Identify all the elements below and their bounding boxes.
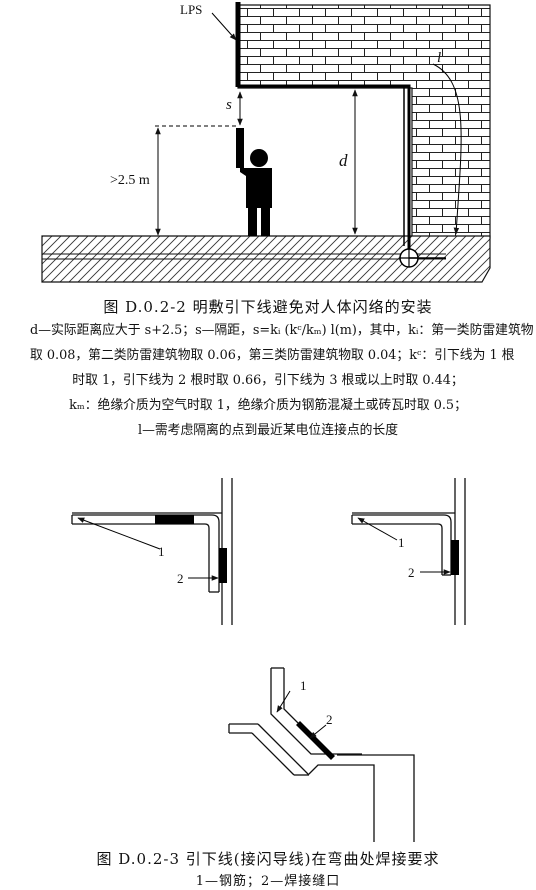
s-label: s [226, 97, 232, 113]
figure-d023-caption: 图 D.0.2-3 引下线(接闪导线)在弯曲处焊接要求 [96, 850, 440, 868]
callout-2-right: 2 [408, 565, 415, 580]
figure-d022-note-line4: kₘ：绝缘介质为空气时取 1，绝缘介质为钢筋混凝土或砖瓦时取 0.5； [69, 398, 467, 413]
person-with-raised-arm [236, 128, 272, 236]
figure-d022-note-line5: l—需考虑隔离的点到最近某电位连接点的长度 [137, 423, 399, 438]
lps-leader [211, 12, 237, 41]
earth-connection [399, 248, 446, 268]
lps-label: LPS [180, 2, 202, 17]
callout-1-left: 1 [158, 544, 165, 559]
figure-d022-caption: 图 D.0.2-2 明敷引下线避免对人体闪络的安装 [103, 298, 433, 316]
ground-slab [41, 235, 491, 283]
dimension-height [155, 125, 236, 236]
figure-d022-note-line3: 时取 1，引下线为 2 根时取 0.66，引下线为 3 根或以上时取 0.44； [72, 373, 464, 388]
callout-1-right: 1 [398, 535, 405, 550]
d-label: d [339, 151, 348, 170]
brick-wall [237, 4, 491, 239]
dimension-l [432, 63, 462, 235]
bend-detail-bottom [228, 667, 415, 842]
callout-1-bottom: 1 [300, 678, 307, 693]
callout-2-left: 2 [177, 571, 184, 586]
height-label: >2.5 m [110, 173, 150, 188]
bend-detail-right [351, 478, 466, 625]
bend-detail-left [71, 478, 233, 625]
figure-d023-legend: 1—钢筋；2—焊接缝口 [195, 874, 341, 889]
callout-2-bottom: 2 [326, 712, 333, 727]
figure-d022-note-line2: 取 0.08，第二类防雷建筑物取 0.06，第三类防雷建筑物取 0.04；kᶜ：… [30, 348, 515, 363]
l-label: l [437, 50, 441, 66]
down-conductor [235, 2, 411, 250]
figure-d022-note-line1: d—实际距离应大于 s+2.5；s—隔距，s=kᵢ (kᶜ/kₘ) l(m)，其… [30, 323, 534, 338]
